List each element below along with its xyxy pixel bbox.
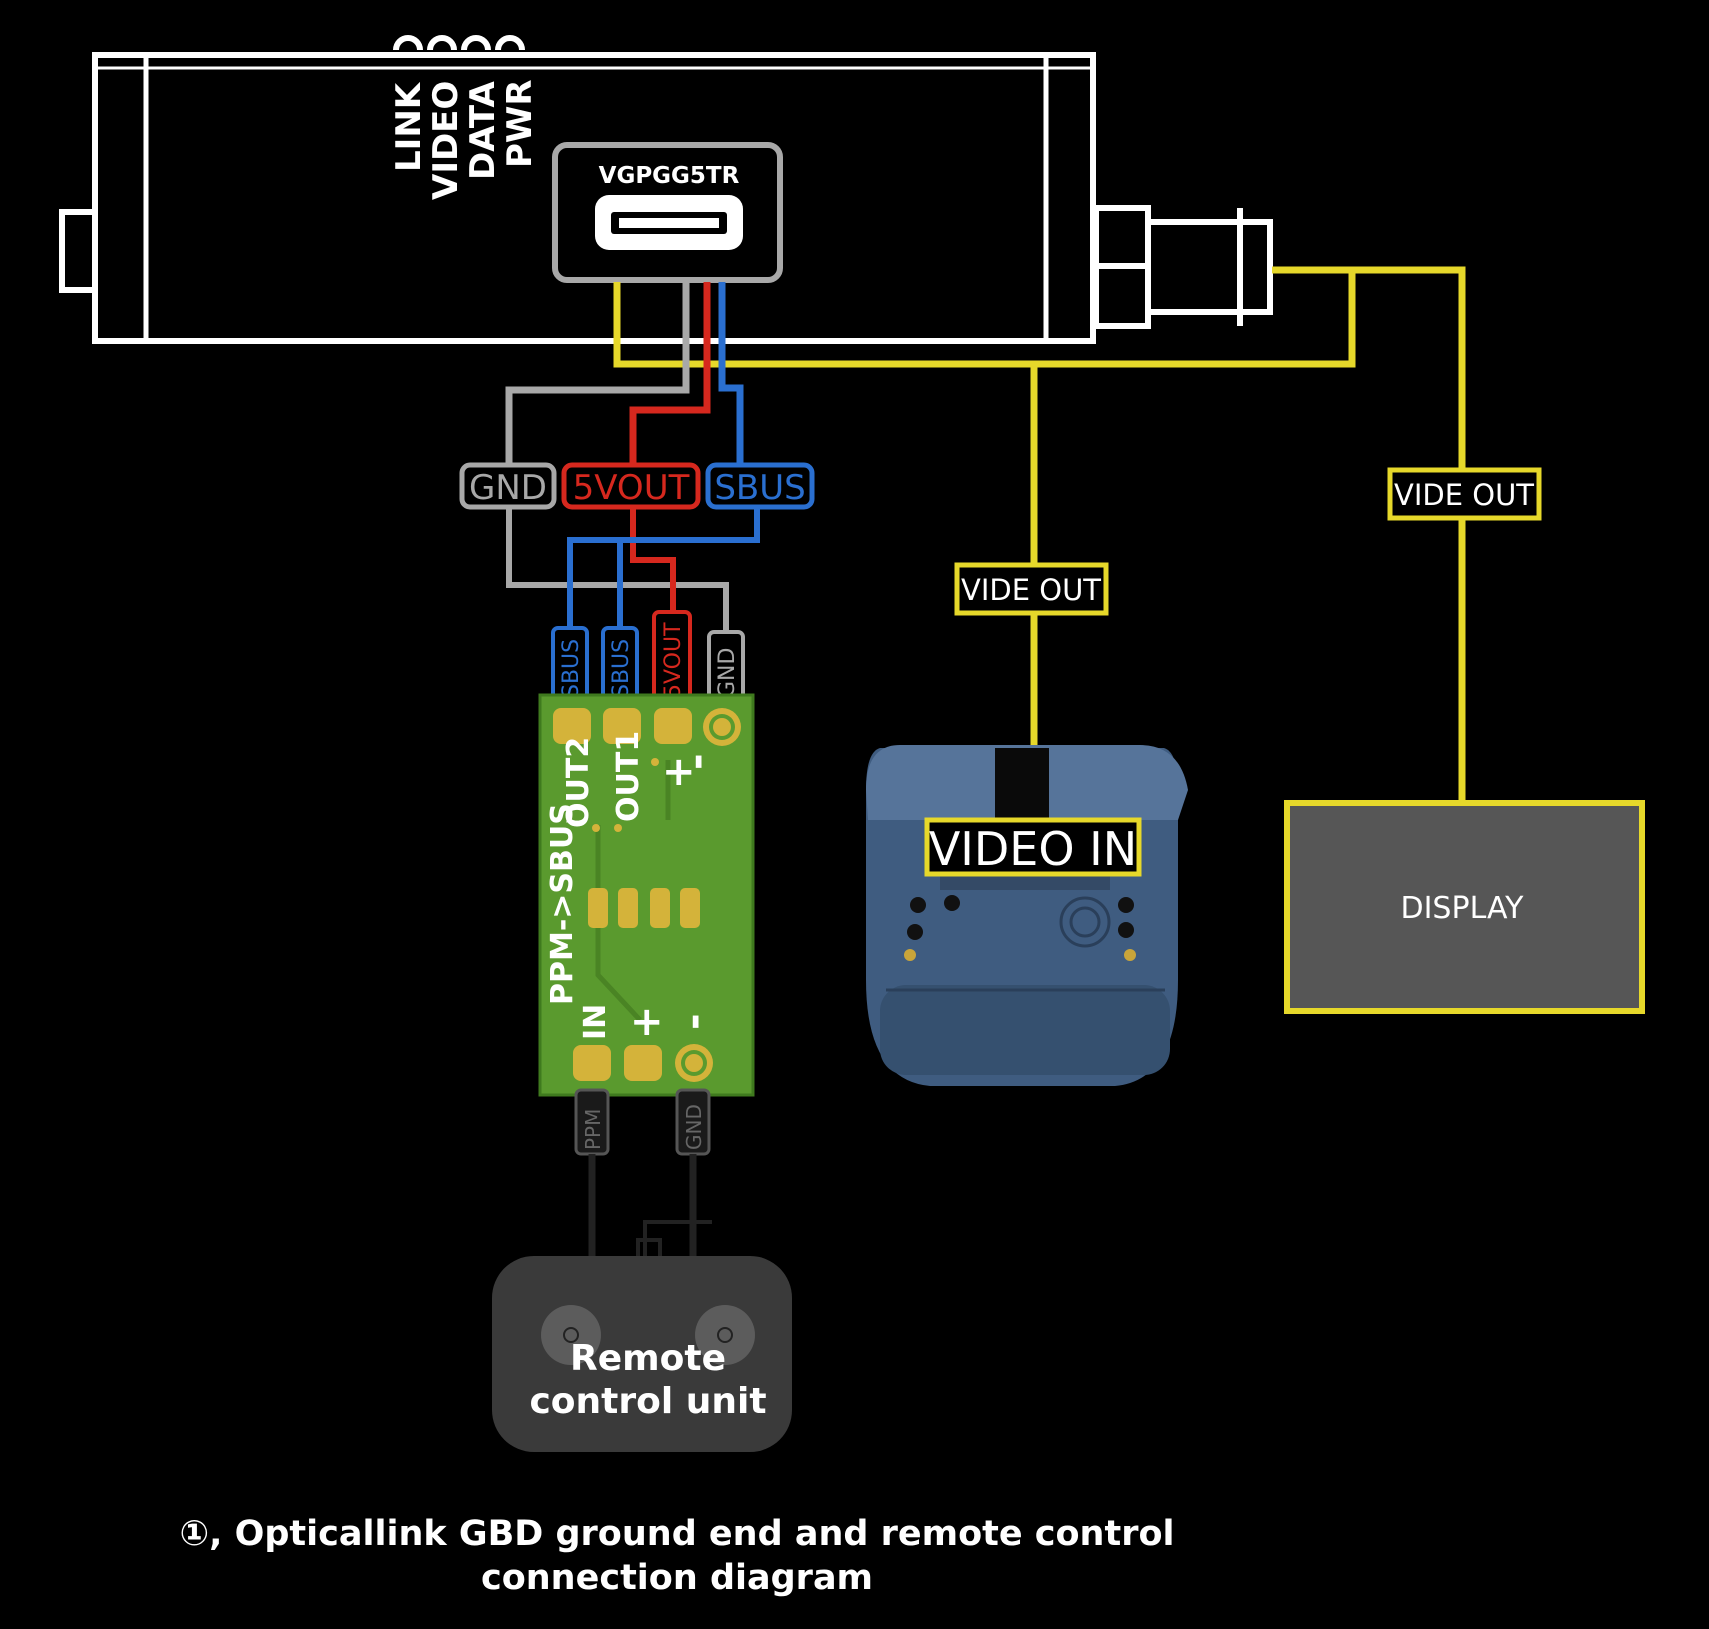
- ground-end-device: LINK VIDEO DATA PWR VGPGG5TR: [59, 35, 1273, 344]
- pin-gnd-bottom: GND: [682, 1104, 706, 1150]
- caption: ①, Opticallink GBD ground end and remote…: [179, 1514, 1174, 1598]
- bottom-pins: PPM GND: [574, 1088, 711, 1156]
- pin-ppm: PPM: [581, 1109, 605, 1150]
- fpv-goggles: VIDEO IN: [866, 745, 1188, 1086]
- led-labels: LINK VIDEO DATA PWR: [389, 79, 540, 200]
- silk-plus-bottom: +: [630, 999, 664, 1045]
- silk-minus-bottom: -: [671, 1013, 717, 1030]
- silk-out1: OUT1: [611, 731, 646, 822]
- pcb: [538, 693, 755, 1097]
- silk-plus-top: +: [662, 749, 696, 795]
- bottom-pads: [573, 1044, 713, 1082]
- pin-sbus-2: SBUS: [609, 639, 634, 698]
- ppm-sbus-board: SBUS SBUS 5VOUT GND: [538, 610, 755, 1156]
- left-connector: [59, 209, 98, 293]
- gray-gnd-wire: [505, 282, 690, 468]
- remote-wires: [588, 1154, 712, 1264]
- display-label: DISPLAY: [1400, 891, 1524, 926]
- top-pads: [553, 708, 741, 746]
- blue-sbus-wire: [718, 282, 744, 468]
- caption-line2: connection diagram: [481, 1558, 873, 1598]
- video-out-right-label: VIDE OUT: [1394, 478, 1534, 512]
- remote-label-line2: control unit: [529, 1381, 766, 1422]
- led-indicators: [393, 35, 525, 51]
- remote-label-line1: Remote: [570, 1338, 726, 1379]
- usb-wires: [505, 266, 1466, 565]
- video-out-left-label: VIDE OUT: [961, 573, 1101, 607]
- device-body: [92, 52, 1096, 344]
- silk-minus-top: -: [674, 753, 720, 770]
- video-out-right: VIDE OUT: [1387, 467, 1542, 521]
- port-label: VGPGG5TR: [599, 163, 740, 189]
- wire-label-sbus: SBUS: [714, 468, 805, 508]
- caption-line1: ①, Opticallink GBD ground end and remote…: [179, 1514, 1174, 1554]
- wire-label-gnd: GND: [469, 468, 547, 508]
- usb-port: VGPGG5TR: [552, 142, 783, 283]
- pin-sbus-1: SBUS: [559, 639, 584, 698]
- red-5v-wire: [629, 282, 711, 468]
- video-out-left: VIDE OUT: [954, 562, 1109, 616]
- led-label-data: DATA: [463, 81, 503, 180]
- remote-control-unit: Remote control unit: [492, 1256, 792, 1452]
- silk-out2: OUT2: [561, 737, 596, 828]
- led-label-video: VIDEO: [426, 81, 466, 200]
- display: DISPLAY: [1284, 800, 1645, 1014]
- pin-5vout: 5VOUT: [661, 622, 686, 698]
- pin-gnd: GND: [715, 648, 740, 698]
- board-wires: [506, 508, 760, 635]
- silk-in: IN: [578, 1004, 613, 1040]
- fiber-connector: [1093, 205, 1273, 329]
- yellow-video-wire: [613, 266, 1356, 368]
- wire-label-5vout: 5VOUT: [573, 468, 690, 508]
- led-label-link: LINK: [389, 81, 429, 172]
- goggles-video-in-label: VIDEO IN: [929, 822, 1137, 876]
- wire-label-row: GND 5VOUT SBUS: [459, 462, 815, 510]
- silk-board-name: PPM->SBUS: [545, 803, 580, 1005]
- led-label-pwr: PWR: [500, 79, 540, 168]
